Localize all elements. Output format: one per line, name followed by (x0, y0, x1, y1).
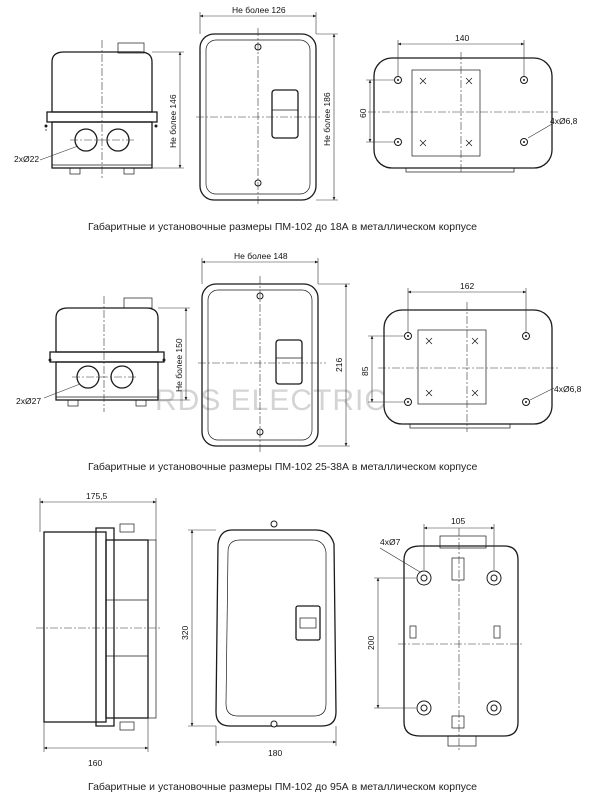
fig1-front-view: Не более 126 Не более 186 (196, 5, 338, 206)
fig3-base-holes-label: 4xØ7 (380, 537, 401, 547)
fig1-front-width-label: Не более 126 (232, 5, 286, 15)
fig1-side-view: Не более 146 2xØ22 (14, 40, 184, 180)
fig2-front-width-label: Не более 148 (234, 251, 288, 261)
fig1-caption: Габаритные и установочные размеры ПМ-102… (88, 221, 477, 233)
fig3-base-height-label: 200 (366, 636, 376, 650)
figure-2: Не более 150 2xØ27 Не более 148 216 (16, 251, 582, 473)
fig2-front-height-label: 216 (334, 358, 344, 372)
fig3-caption: Габаритные и установочные размеры ПМ-102… (88, 781, 477, 793)
fig3-base-view: 105 4xØ7 200 (366, 516, 524, 752)
fig3-front-width-label: 180 (268, 748, 282, 758)
figure-3: 175,5 160 320 180 (36, 491, 524, 793)
fig1-base-height-label: 60 (358, 108, 368, 118)
fig1-base-holes-label: 4xØ6,8 (550, 116, 578, 126)
fig2-side-view: Не более 150 2xØ27 (16, 296, 190, 412)
fig2-front-view: Не более 148 216 (198, 251, 350, 452)
fig2-caption: Габаритные и установочные размеры ПМ-102… (88, 461, 477, 473)
fig3-front-height-label: 320 (180, 626, 190, 640)
fig2-base-holes-label: 4xØ6,8 (554, 384, 582, 394)
fig2-entry-holes-label: 2xØ27 (16, 396, 41, 406)
fig2-base-height-label: 85 (360, 366, 370, 376)
fig2-base-view: 162 85 4xØ6,8 (360, 281, 582, 432)
fig3-side-view: 175,5 160 (36, 491, 160, 768)
fig1-entry-holes-label: 2xØ22 (14, 154, 39, 164)
fig3-front-view: 320 180 (180, 520, 337, 758)
fig3-base-width-label: 105 (451, 516, 465, 526)
fig1-front-height-label: Не более 186 (322, 92, 332, 146)
fig2-side-height-label: Не более 150 (174, 338, 184, 392)
fig3-side-bottom-width-label: 160 (88, 758, 102, 768)
fig1-base-width-label: 140 (455, 33, 469, 43)
figure-1: Не более 146 2xØ22 Не более 126 Не более (14, 5, 578, 233)
watermark: RDS ELECTRIC (155, 384, 387, 417)
fig2-base-width-label: 162 (460, 281, 474, 291)
fig1-side-height-label: Не более 146 (168, 94, 178, 148)
fig1-base-view: 140 60 4xØ6,8 (358, 33, 578, 174)
fig3-side-top-width-label: 175,5 (86, 491, 108, 501)
